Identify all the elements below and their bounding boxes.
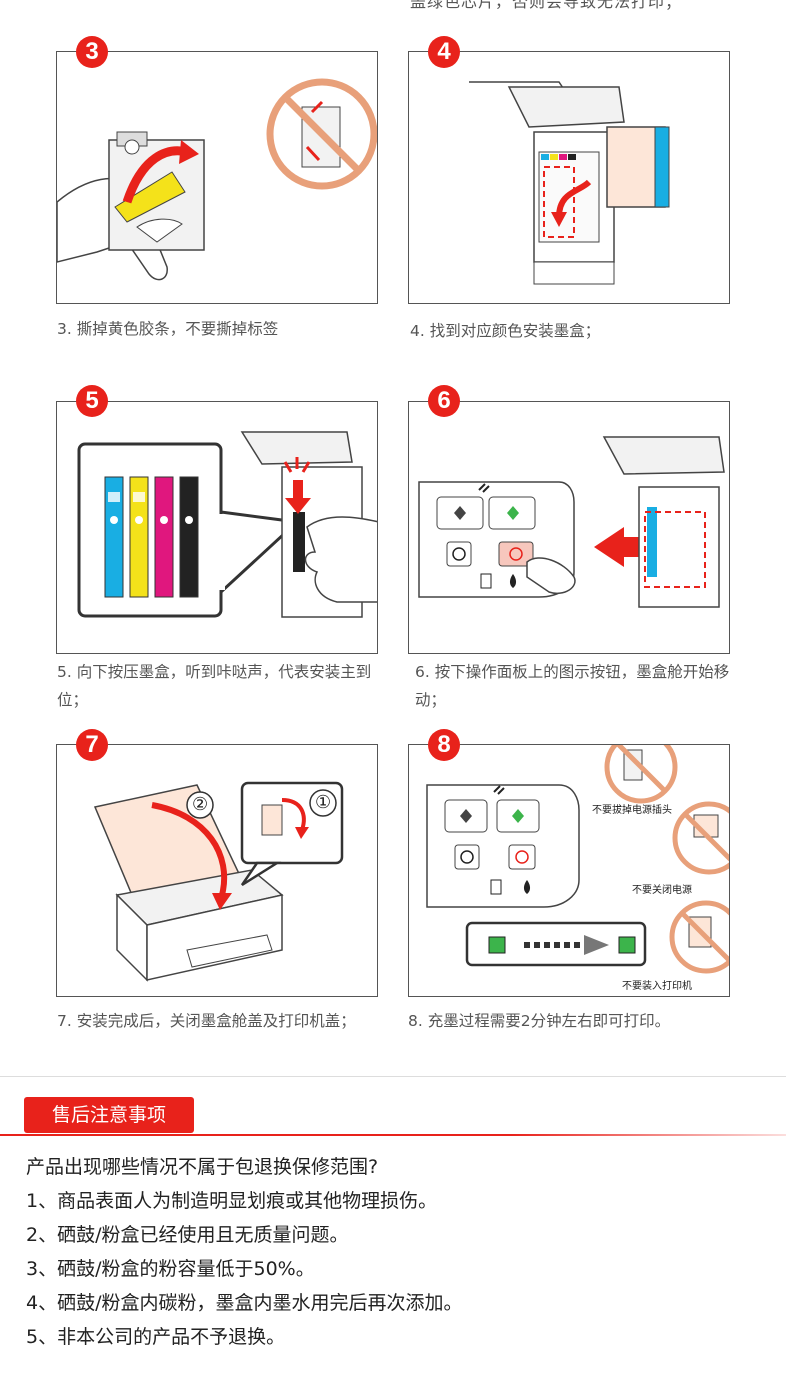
step-6-caption: 6. 按下操作面板上的图示按钮，墨盒舱开始移动；	[415, 663, 730, 709]
step-5-badge: 5	[76, 385, 108, 417]
step-3-caption: 3. 撕掉黄色胶条，不要撕掉标签	[57, 320, 279, 338]
step-8-illustration: 不要拔掉电源插头 不要关闭电源 不要装入打印机	[408, 744, 730, 997]
paper-icon	[480, 573, 492, 589]
ink-drop-icon	[509, 574, 517, 588]
step-7-caption: 7. 安装完成后，关闭墨盒舱盖及打印机盖；	[57, 1012, 356, 1030]
arrow-icon	[594, 527, 639, 567]
warning-no-unplug: 不要拔掉电源插头	[592, 805, 672, 816]
step-7-marker-1: ①	[315, 792, 332, 813]
copy-bw-icon	[454, 506, 466, 520]
warning-no-power-off: 不要关闭电源	[632, 885, 692, 896]
power-icon	[452, 547, 466, 561]
stop-icon	[509, 547, 523, 561]
step-8-badge: 8	[428, 729, 460, 761]
copy-color-icon	[507, 506, 519, 520]
policy-item-4: 4、硒鼓/粉盒内碳粉，墨盒内墨水用完后再次添加。	[26, 1292, 463, 1314]
section-divider	[0, 1076, 786, 1077]
policy-item-1: 1、商品表面人为制造明显划痕或其他物理损伤。	[26, 1190, 438, 1212]
policy-item-5: 5、非本公司的产品不予退换。	[26, 1326, 286, 1348]
step-4-badge: 4	[428, 36, 460, 68]
section-title: 售后注意事项	[24, 1097, 194, 1133]
step-7-marker-2: ②	[192, 794, 209, 815]
step-4-illustration	[408, 51, 730, 304]
step-3-badge: 3	[76, 36, 108, 68]
step-8-caption: 8. 充墨过程需要2分钟左右即可打印。	[408, 1012, 671, 1030]
step-5-illustration	[56, 401, 378, 654]
policy-item-3: 3、硒鼓/粉盒的粉容量低于50%。	[26, 1258, 315, 1280]
step-4-caption: 4. 找到对应颜色安装墨盒；	[410, 322, 601, 340]
top-fragment-text: 盖绿色芯片，否则会导致无法打印；	[410, 0, 683, 11]
step-7-illustration: ② ①	[56, 744, 378, 997]
step-3-illustration	[56, 51, 378, 304]
step-5-caption: 5. 向下按压墨盒，听到咔哒声，代表安装主到位；	[57, 663, 372, 709]
warning-no-load: 不要装入打印机	[622, 981, 692, 992]
policy-item-2: 2、硒鼓/粉盒已经使用且无质量问题。	[26, 1224, 349, 1246]
step-6-badge: 6	[428, 385, 460, 417]
section-question: 产品出现哪些情况不属于包退换保修范围?	[26, 1156, 379, 1178]
section-underline	[0, 1134, 786, 1136]
step-7-badge: 7	[76, 729, 108, 761]
step-6-illustration	[408, 401, 730, 654]
